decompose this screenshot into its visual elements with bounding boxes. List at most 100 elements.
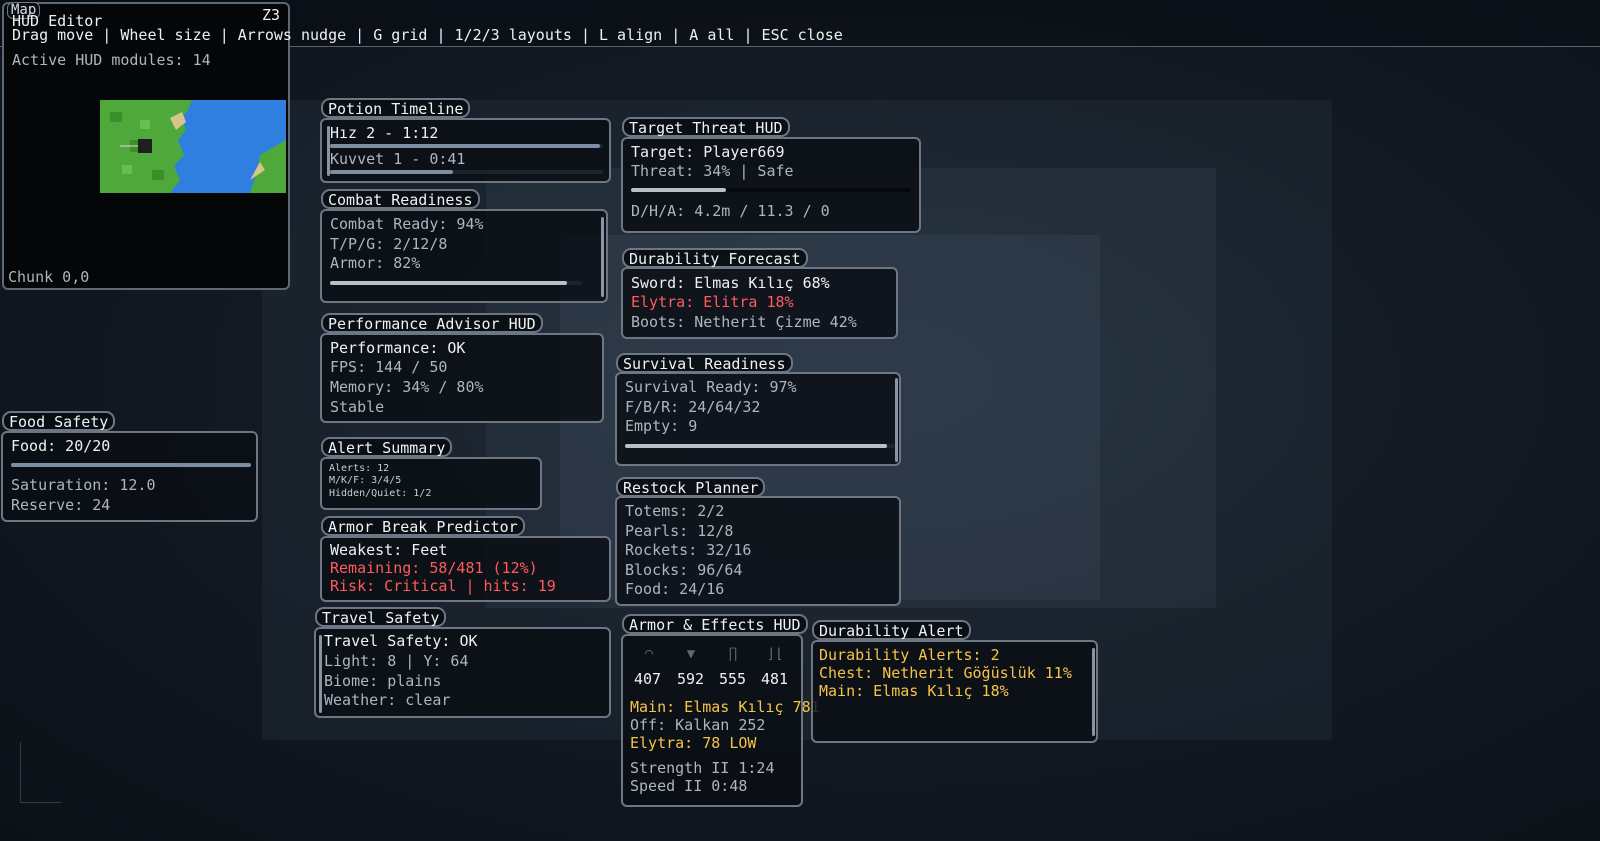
survival-row: F/B/R: 24/64/32 <box>625 398 761 416</box>
food-safety-label[interactable]: Food Safety <box>2 411 116 431</box>
potion-progress-bar <box>330 144 603 148</box>
combat-readiness-fill <box>330 281 567 285</box>
food-row: Saturation: 12.0 <box>11 476 156 494</box>
hint-divider <box>0 46 1600 47</box>
survival-row: Empty: 9 <box>625 417 698 435</box>
performance-advisor-module[interactable]: Performance: OK FPS: 144 / 50 Memory: 34… <box>320 333 604 423</box>
performance-row: Performance: OK <box>330 339 466 357</box>
food-safety-module[interactable]: Food: 20/20 Saturation: 12.0 Reserve: 24 <box>1 431 258 522</box>
restock-planner-label[interactable]: Restock Planner <box>616 477 766 497</box>
armor-durability-value: 555 <box>719 670 747 688</box>
combat-row: Combat Ready: 94% <box>330 215 484 233</box>
potion-timeline-module[interactable]: Hız 2 - 1:12 Kuvvet 1 - 0:41 <box>320 118 611 183</box>
durability-forecast-label[interactable]: Durability Forecast <box>622 248 808 268</box>
combat-readiness-module[interactable]: Combat Ready: 94% T/P/G: 2/12/8 Armor: 8… <box>320 209 608 303</box>
restock-row: Blocks: 96/64 <box>625 561 743 579</box>
boots-icon: ⌋⌊ <box>766 646 784 662</box>
survival-row: Survival Ready: 97% <box>625 378 797 396</box>
armor-break-module[interactable]: Weakest: Feet Remaining: 58/481 (12%) Ri… <box>320 536 611 602</box>
potion-left-accent <box>327 126 330 176</box>
survival-bar <box>625 444 895 448</box>
map-tab-label[interactable]: Map <box>7 2 41 19</box>
potion-progress-bar <box>330 170 603 174</box>
restock-row: Rockets: 32/16 <box>625 541 752 559</box>
travel-row: Travel Safety: OK <box>324 632 478 650</box>
armor-break-row: Weakest: Feet <box>330 541 448 559</box>
durability-alert-row: Main: Elmas Kılıç 18% <box>819 682 1009 700</box>
minimap-terrain <box>100 100 286 193</box>
performance-row: FPS: 144 / 50 <box>330 358 448 376</box>
hud-editor-title: HUD Editor <box>12 12 103 30</box>
corner-guide <box>20 742 61 803</box>
leggings-icon: ∏ <box>728 646 738 662</box>
durability-alert-row: Durability Alerts: 2 <box>819 646 1000 664</box>
threat-bar-fill <box>631 188 727 192</box>
potion-timeline-label[interactable]: Potion Timeline <box>321 98 471 118</box>
durability-alert-row: Chest: Netherit Göğüslük 11% <box>819 664 1072 682</box>
food-row: Reserve: 24 <box>11 496 111 514</box>
potion-progress-fill <box>330 144 601 148</box>
armor-break-label[interactable]: Armor Break Predictor <box>321 516 525 536</box>
survival-right-accent <box>895 378 898 462</box>
chestplate-icon: ▼ <box>686 646 696 662</box>
effects-row: Speed II 0:48 <box>630 777 748 795</box>
armor-durability-value: 592 <box>677 670 705 688</box>
effects-row: Main: Elmas Kılıç 781 <box>630 698 820 716</box>
travel-row: Weather: clear <box>324 691 451 709</box>
durability-alert-module[interactable]: Durability Alerts: 2 Chest: Netherit Göğ… <box>811 640 1098 743</box>
combat-row: T/P/G: 2/12/8 <box>330 235 448 253</box>
armor-effects-label[interactable]: Armor & Effects HUD <box>622 614 808 634</box>
travel-safety-module[interactable]: Travel Safety: OK Light: 8 | Y: 64 Biome… <box>314 627 611 718</box>
travel-row: Biome: plains <box>324 672 442 690</box>
potion-row: Hız 2 - 1:12 <box>330 124 439 142</box>
helmet-icon: ◠ <box>644 646 654 662</box>
combat-readiness-label[interactable]: Combat Readiness <box>321 189 480 209</box>
threat-bar <box>631 188 911 192</box>
travel-safety-label[interactable]: Travel Safety <box>315 607 447 627</box>
target-row: D/H/A: 4.2m / 11.3 / 0 <box>631 202 830 220</box>
target-threat-label[interactable]: Target Threat HUD <box>622 117 790 137</box>
effects-row: Elytra: 78 LOW <box>630 734 757 752</box>
combat-right-accent <box>601 217 604 297</box>
travel-row: Light: 8 | Y: 64 <box>324 652 469 670</box>
restock-row: Pearls: 12/8 <box>625 522 734 540</box>
alert-summary-module[interactable]: Alerts: 12 M/K/F: 3/4/5 Hidden/Quiet: 1/… <box>320 457 542 510</box>
restock-row: Food: 24/16 <box>625 580 725 598</box>
editor-hint-text: Drag move | Wheel size | Arrows nudge | … <box>12 26 843 44</box>
minimap-module[interactable]: Map HUD Editor Z3 Active HUD modules: 14… <box>2 2 290 290</box>
performance-advisor-label[interactable]: Performance Advisor HUD <box>321 313 543 333</box>
survival-readiness-label[interactable]: Survival Readiness <box>616 353 793 373</box>
armor-durability-value: 407 <box>634 670 662 688</box>
armor-durability-value: 481 <box>761 670 789 688</box>
potion-progress-fill <box>330 170 453 174</box>
alert-summary-label[interactable]: Alert Summary <box>321 437 453 457</box>
restock-row: Totems: 2/2 <box>625 502 725 520</box>
survival-readiness-module[interactable]: Survival Ready: 97% F/B/R: 24/64/32 Empt… <box>615 372 901 466</box>
armor-break-row: Risk: Critical | hits: 19 <box>330 577 556 595</box>
chunk-coords: Chunk 0,0 <box>8 268 90 286</box>
survival-bar-fill <box>625 444 887 448</box>
combat-readiness-bar <box>330 281 582 285</box>
food-bar-fill <box>11 463 251 467</box>
performance-row: Memory: 34% / 80% <box>330 378 484 396</box>
food-bar <box>11 463 251 467</box>
target-row: Target: Player669 <box>631 143 785 161</box>
map-zoom-label: Z3 <box>261 6 280 24</box>
target-row: Threat: 34% | Safe <box>631 162 794 180</box>
forecast-row: Elytra: Elitra 18% <box>631 293 794 311</box>
restock-planner-module[interactable]: Totems: 2/2 Pearls: 12/8 Rockets: 32/16 … <box>615 496 901 606</box>
food-row: Food: 20/20 <box>11 437 111 455</box>
durability-forecast-module[interactable]: Sword: Elmas Kılıç 68% Elytra: Elitra 18… <box>621 267 898 339</box>
forecast-row: Sword: Elmas Kılıç 68% <box>631 274 830 292</box>
durability-alert-label[interactable]: Durability Alert <box>812 620 971 640</box>
target-threat-module[interactable]: Target: Player669 Threat: 34% | Safe D/H… <box>621 137 921 233</box>
effects-row: Off: Kalkan 252 <box>630 716 766 734</box>
effects-row: Strength II 1:24 <box>630 759 775 777</box>
alert-row: Alerts: 12 <box>329 463 390 474</box>
durability-alert-right-accent <box>1092 648 1095 736</box>
forecast-row: Boots: Netherit Çizme 42% <box>631 313 857 331</box>
alert-row: M/K/F: 3/4/5 <box>329 475 402 486</box>
armor-effects-module[interactable]: ◠ ▼ ∏ ⌋⌊ 407 592 555 481 Main: Elmas Kıl… <box>621 634 820 807</box>
travel-left-accent <box>319 635 322 713</box>
